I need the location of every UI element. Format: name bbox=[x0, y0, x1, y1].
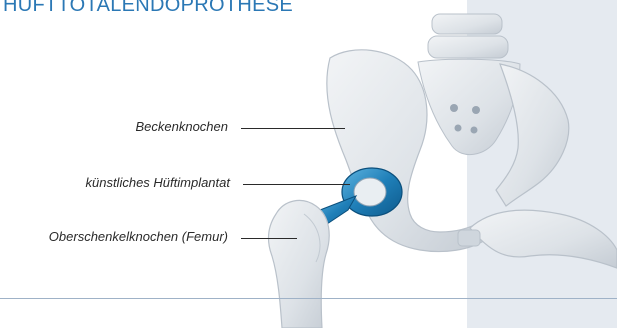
leader-line-pelvis bbox=[241, 128, 345, 129]
bottom-divider bbox=[0, 298, 617, 299]
leader-line-implant bbox=[243, 184, 350, 185]
spine-vertebrae bbox=[428, 14, 508, 58]
label-pelvis: Beckenknochen bbox=[135, 119, 228, 134]
label-implant: künstliches Hüftimplantat bbox=[85, 175, 230, 190]
label-femur: Oberschenkelknochen (Femur) bbox=[49, 229, 228, 244]
leader-line-femur bbox=[241, 238, 297, 239]
femur-bone bbox=[269, 200, 330, 328]
